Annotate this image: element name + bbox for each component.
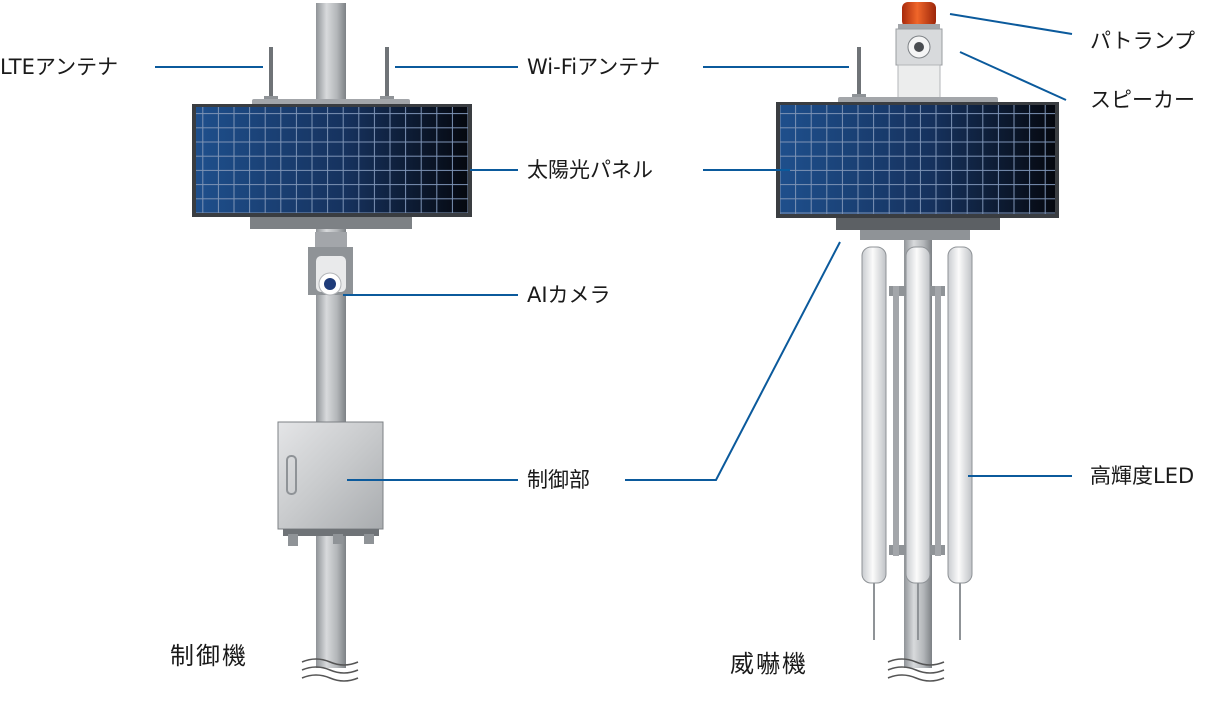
left-pole-break <box>301 658 359 682</box>
right-solar-panel-shape <box>776 97 1059 240</box>
leader-patrol-lamp <box>949 13 1073 35</box>
label-speaker: スピーカー <box>1090 88 1195 112</box>
patrol-lamp-shape <box>898 2 940 30</box>
speaker-shape <box>895 28 943 101</box>
leader-speaker <box>959 51 1067 101</box>
led-bar-right <box>947 246 973 640</box>
wifi-antenna-shape <box>380 47 394 105</box>
right-antenna-shape <box>852 47 866 102</box>
caption-control-machine: 制御機 <box>170 642 248 670</box>
label-wifi-antenna: Wi-Fiアンテナ <box>527 55 661 79</box>
caption-deterrent-machine: 威嚇機 <box>730 650 808 678</box>
control-machine-illustration <box>192 3 472 682</box>
right-pole-break <box>887 658 945 682</box>
label-lte-antenna: LTEアンテナ <box>0 55 119 79</box>
led-bar-left <box>861 246 887 640</box>
leader-control-unit-right <box>625 241 841 481</box>
ai-camera-shape <box>308 232 353 296</box>
deterrent-machine-illustration <box>776 2 1059 682</box>
label-patrol-lamp: パトランプ <box>1090 29 1195 53</box>
control-box-shape <box>277 421 384 546</box>
led-bar-center <box>905 246 931 640</box>
label-high-brightness-led: 高輝度LED <box>1090 464 1195 488</box>
label-ai-camera: AIカメラ <box>527 283 611 307</box>
left-solar-panel-shape <box>192 99 472 229</box>
lte-antenna-shape <box>264 47 278 105</box>
label-control-unit: 制御部 <box>527 468 590 492</box>
leader-lines <box>155 13 1073 481</box>
label-solar-panel: 太陽光パネル <box>527 158 653 182</box>
